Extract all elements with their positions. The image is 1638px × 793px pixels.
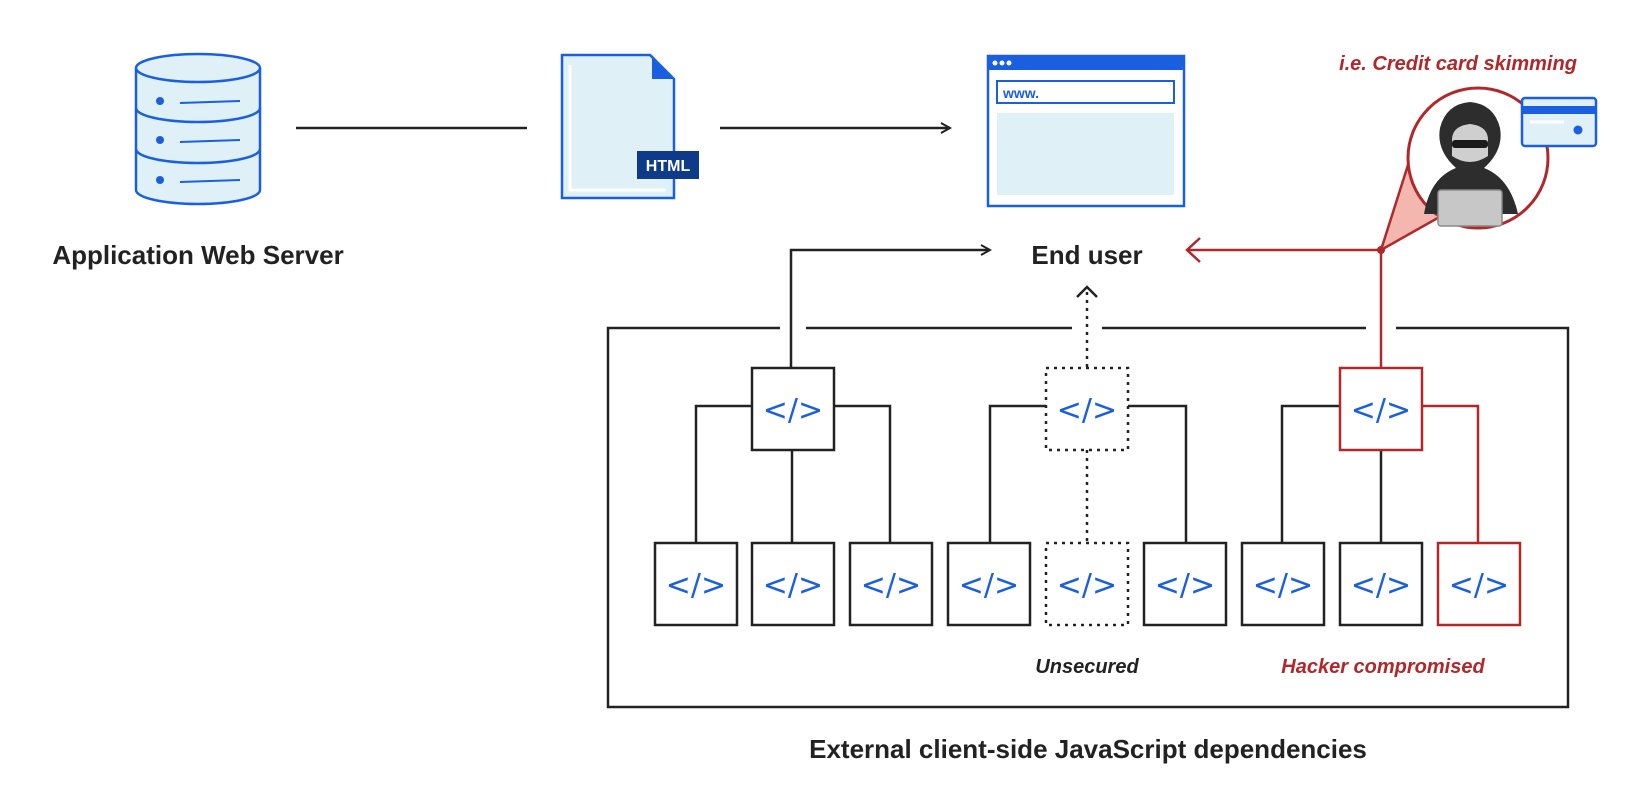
code-box-left-child-1: </> xyxy=(653,541,739,627)
hacker-compromised-label: Hacker compromised xyxy=(1281,656,1485,678)
code-box-compromised-child: </> xyxy=(1436,541,1522,627)
code-icon: </> xyxy=(1351,568,1411,603)
code-box-unsecured-parent: </> xyxy=(1044,366,1130,452)
hacker-callout xyxy=(1378,86,1550,253)
html-badge xyxy=(637,151,699,179)
code-box-right-child-2: </> xyxy=(1338,541,1424,627)
tree-connectors-hacker xyxy=(1280,404,1480,543)
browser-window-icon: www. xyxy=(986,54,1186,208)
code-box-compromised-parent: </> xyxy=(1338,366,1424,452)
unsecured-label: Unsecured xyxy=(1035,656,1139,678)
tree-connectors-left xyxy=(694,404,892,543)
code-box-left-child-3: </> xyxy=(848,541,934,627)
dependencies-label: External client-side JavaScript dependen… xyxy=(809,734,1367,764)
credit-card-icon xyxy=(1520,96,1598,148)
server-label: Application Web Server xyxy=(52,240,343,270)
code-box-left-child-2: </> xyxy=(750,541,836,627)
code-icon: </> xyxy=(1449,568,1509,603)
code-icon: </> xyxy=(1253,568,1313,603)
code-box-middle-child-1: </> xyxy=(946,541,1032,627)
browser-address-bar xyxy=(996,80,1175,104)
credit-card-skimming-label: i.e. Credit card skimming xyxy=(1339,53,1577,75)
red-arrow-head xyxy=(1185,237,1201,263)
hacker-icon xyxy=(1424,102,1518,227)
html-file-icon: HTML xyxy=(560,53,699,200)
code-icon: </> xyxy=(1057,568,1117,603)
tree-connectors-middle xyxy=(988,404,1188,543)
code-icon: </> xyxy=(1057,393,1117,428)
dependencies-container xyxy=(606,326,1570,709)
code-icon: </> xyxy=(959,568,1019,603)
code-icon: </> xyxy=(666,568,726,603)
code-box-unsecured-child: </> xyxy=(1044,541,1130,627)
code-icon: </> xyxy=(1155,568,1215,603)
code-boxes: </> </> </> </> </> </> </> </> </> </> </> </> xyxy=(653,366,1522,627)
code-box-left-parent: </> xyxy=(750,366,836,452)
code-box-middle-child-3: </> xyxy=(1142,541,1228,627)
code-icon: </> xyxy=(861,568,921,603)
database-icon xyxy=(134,52,262,206)
end-user-label: End user xyxy=(1031,240,1142,270)
browser-url-text: www. xyxy=(1002,85,1039,101)
dotted-arrow-head xyxy=(1076,285,1098,298)
html-badge-text: HTML xyxy=(646,158,691,175)
code-icon: </> xyxy=(763,568,823,603)
code-icon: </> xyxy=(1351,393,1411,428)
code-icon: </> xyxy=(763,393,823,428)
code-box-right-child-1: </> xyxy=(1240,541,1326,627)
connector-left-tree-enduser xyxy=(789,250,990,368)
